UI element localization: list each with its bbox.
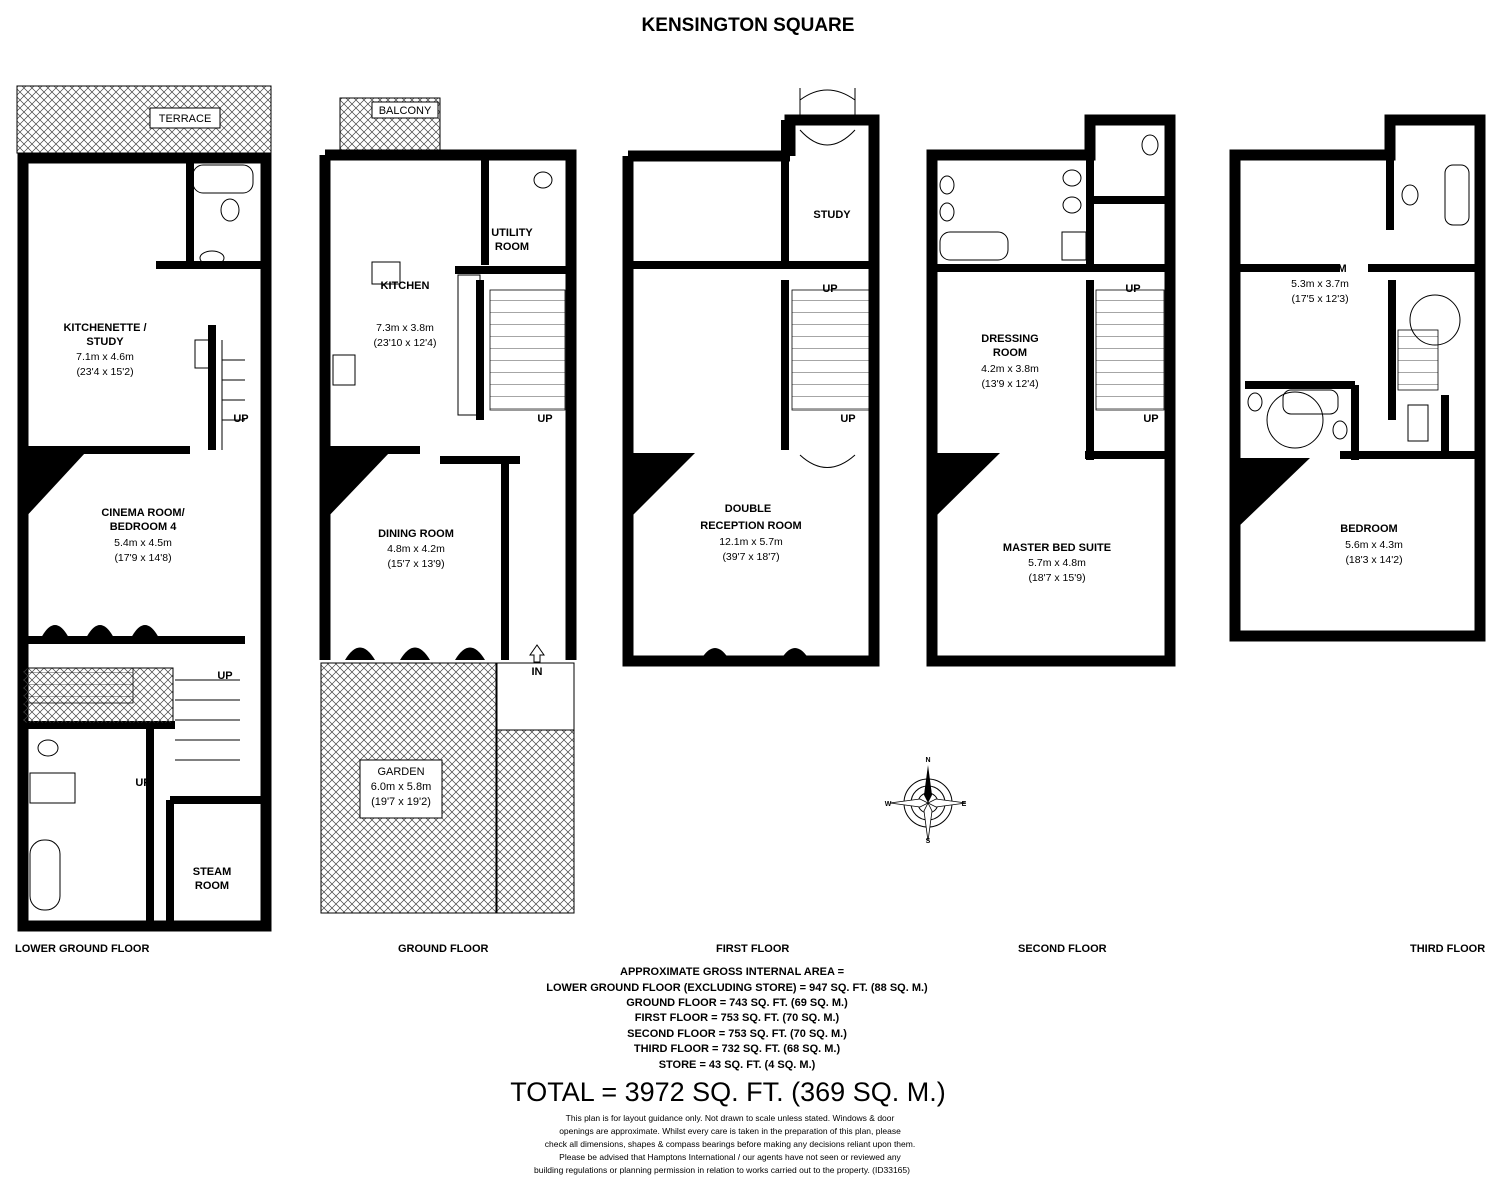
kitchenette-label: KITCHENETTE / [63,322,146,334]
reception-room-label: DOUBLE [725,503,771,515]
stairs-up-label: UP [840,413,855,425]
second-floor-plan: DRESSING ROOM 4.2m x 3.8m (13'9 x 12'4) … [926,114,1176,955]
cinema-room-imperial: (17'9 x 14'8) [114,552,171,564]
area-summary-line: SECOND FLOOR = 753 SQ. FT. (70 SQ. M.) [627,1028,847,1040]
bedroom-lower-imperial: (18'3 x 14'2) [1345,554,1402,566]
area-summary-line: FIRST FLOOR = 753 SQ. FT. (70 SQ. M.) [635,1012,840,1024]
disclaimer: This plan is for layout guidance only. N… [534,1113,915,1175]
kitchen-label: KITCHEN [381,280,430,292]
utility-room-label-2: ROOM [495,241,529,253]
stairs-up-label: UP [1143,413,1158,425]
stairs-up-label: UP [1125,283,1140,295]
garden-dim: 6.0m x 5.8m [371,781,432,793]
area-summary-line: GROUND FLOOR = 743 SQ. FT. (69 SQ. M.) [626,997,848,1009]
total-area: TOTAL = 3972 SQ. FT. (369 SQ. M.) [510,1077,945,1107]
dressing-room-label-2: ROOM [993,347,1027,359]
stairs-up-label: UP [217,670,232,682]
disclaimer-line: This plan is for layout guidance only. N… [566,1113,895,1123]
bedroom-upper-imperial: (17'5 x 12'3) [1291,293,1348,305]
kitchenette-imperial: (23'4 x 15'2) [76,366,133,378]
terrace-label: TERRACE [159,113,212,125]
balcony-label: BALCONY [379,105,432,117]
terrace-area [16,85,272,154]
bedroom-upper-label: BEDROOM [1289,263,1346,275]
reception-room-label-2: RECEPTION ROOM [700,520,801,532]
third-floor-plan: BEDROOM 5.3m x 3.7m (17'5 x 12'3) BEDROO… [1229,114,1486,955]
compass-rose: N S E W [885,757,967,845]
steam-room-label: STEAM [193,866,232,878]
area-summary-line: STORE = 43 SQ. FT. (4 SQ. M.) [659,1059,816,1071]
disclaimer-line: openings are approximate. Whilst every c… [559,1126,901,1136]
reception-room-dim: 12.1m x 5.7m [719,536,783,548]
stairs-up-label: UP [822,283,837,295]
dining-room-imperial: (15'7 x 13'9) [387,558,444,570]
area-summary-line: LOWER GROUND FLOOR (EXCLUDING STORE) = 9… [546,982,928,994]
dressing-room-label: DRESSING [981,333,1038,345]
stairs-up-label: UP [135,777,150,789]
third-floor-name: THIRD FLOOR [1410,943,1485,955]
dining-room-label: DINING ROOM [378,528,454,540]
dining-room-dim: 4.8m x 4.2m [387,543,445,555]
kitchen-dim: 7.3m x 3.8m [376,322,434,334]
stairs-up-label: UP [233,413,248,425]
lower-ground-floor-plan: TERRACE KITCHENETTE / STU [15,85,272,955]
compass-west-label: W [885,801,892,808]
kitchenette-label-2: STUDY [86,336,124,348]
kitchenette-dim: 7.1m x 4.6m [76,351,134,363]
disclaimer-line: Please be advised that Hamptons Internat… [559,1152,901,1162]
cinema-room-label-2: BEDROOM 4 [110,521,178,533]
study-label: STUDY [813,209,851,221]
disclaimer-line: building regulations or planning permiss… [534,1165,910,1175]
compass-north-label: N [925,757,930,764]
first-floor-plan: STUDY DOUBLE RECEPTION ROOM 12.1m x 5.7m… [622,88,880,955]
bedroom-upper-dim: 5.3m x 3.7m [1291,278,1349,290]
garden-label: GARDEN [377,766,424,778]
dressing-room-imperial: (13'9 x 12'4) [981,378,1038,390]
entrance-label: IN [532,666,543,678]
lower-ground-floor-name: LOWER GROUND FLOOR [15,943,149,955]
first-floor-name: FIRST FLOOR [716,943,789,955]
compass-south-label: S [926,838,931,845]
bedroom-lower-label: BEDROOM [1340,523,1397,535]
reception-room-imperial: (39'7 x 18'7) [722,551,779,563]
master-bed-suite-dim: 5.7m x 4.8m [1028,557,1086,569]
ground-floor-name: GROUND FLOOR [398,943,488,955]
cinema-room-dim: 5.4m x 4.5m [114,537,172,549]
compass-east-label: E [962,801,967,808]
area-summary-line: APPROXIMATE GROSS INTERNAL AREA = [620,966,844,978]
master-bed-suite-imperial: (18'7 x 15'9) [1028,572,1085,584]
area-summary-line: THIRD FLOOR = 732 SQ. FT. (68 SQ. M.) [634,1043,841,1055]
dressing-room-dim: 4.2m x 3.8m [981,363,1039,375]
kitchen-imperial: (23'10 x 12'4) [374,337,437,349]
master-bed-suite-label: MASTER BED SUITE [1003,542,1111,554]
bedroom-lower-dim: 5.6m x 4.3m [1345,539,1403,551]
area-summary: APPROXIMATE GROSS INTERNAL AREA = LOWER … [510,966,945,1107]
disclaimer-line: check all dimensions, shapes & compass b… [545,1139,915,1149]
steam-room-label-2: ROOM [195,880,229,892]
plan-title: KENSINGTON SQUARE [642,15,855,36]
second-floor-name: SECOND FLOOR [1018,943,1107,955]
cinema-room-label: CINEMA ROOM/ [101,507,184,519]
utility-room-label: UTILITY [491,227,533,239]
ground-floor-plan: BALCONY GARDEN 6.0m x 5.8m (19'7 x 19'2)… [319,97,577,955]
garden-imperial: (19'7 x 19'2) [371,796,431,808]
stairs-up-label: UP [537,413,552,425]
